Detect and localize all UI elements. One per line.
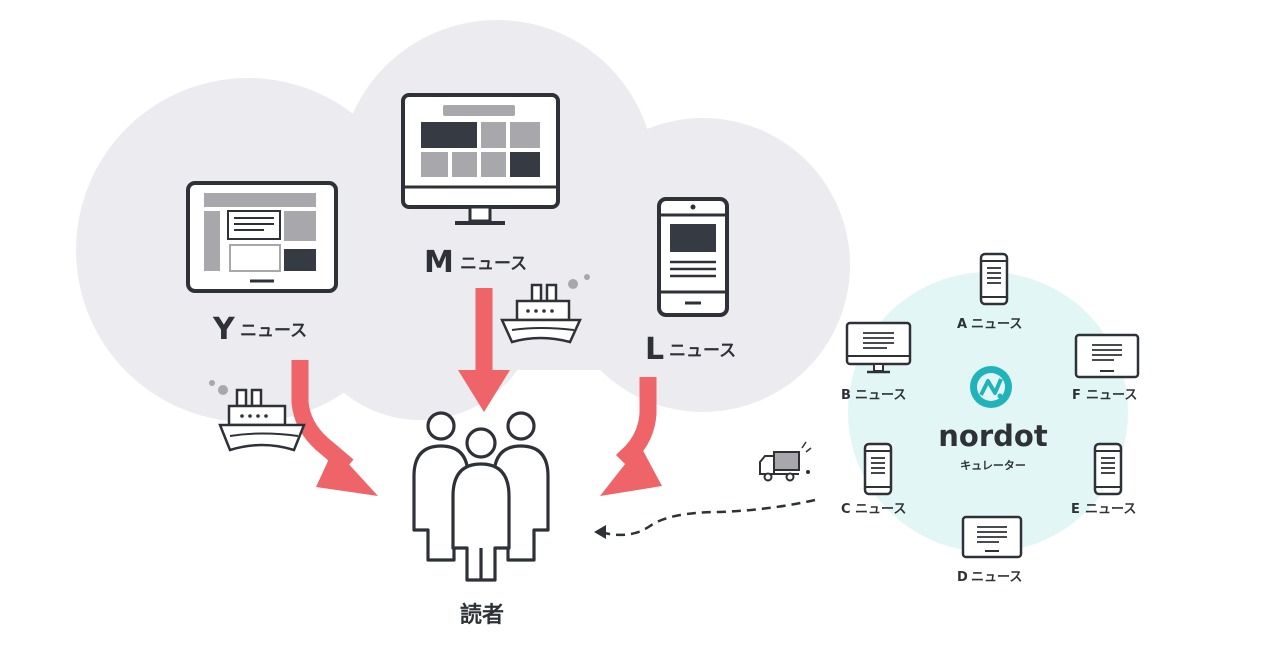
partner-f-laptop-icon	[1074, 333, 1140, 379]
red-arrows	[291, 288, 662, 496]
partner-c-suffix: ニュース	[855, 502, 906, 517]
l-news-suffix: ニュース	[669, 341, 736, 361]
l-news-phone-icon	[657, 197, 729, 317]
partner-f-label: F ニュース	[1072, 388, 1137, 403]
partner-e-suffix: ニュース	[1085, 502, 1136, 517]
l-news-label: L ニュース	[645, 332, 736, 367]
arrow-m-to-readers	[458, 288, 510, 412]
partner-a-suffix: ニュース	[971, 317, 1022, 332]
m-news-letter: M	[424, 245, 454, 280]
partner-b-monitor-icon	[845, 321, 912, 374]
partner-d-label: D ニュース	[957, 570, 1022, 585]
partner-c-phone-icon	[863, 442, 893, 496]
partner-b-suffix: ニュース	[855, 388, 906, 403]
partner-d-suffix: ニュース	[971, 570, 1022, 585]
readers-label: 読者	[460, 602, 504, 628]
y-news-label: Y ニュース	[212, 312, 307, 347]
ship-icon	[209, 380, 306, 452]
m-news-monitor-icon	[401, 93, 560, 225]
partner-a-letter: A	[957, 317, 967, 332]
partner-f-letter: F	[1072, 388, 1081, 403]
l-news-letter: L	[645, 332, 664, 367]
nordot-network-circle	[848, 272, 1128, 552]
nordot-subtitle: キュレーター	[960, 459, 1026, 472]
truck-icon	[759, 441, 812, 482]
partner-a-phone-icon	[979, 252, 1009, 306]
partner-d-laptop-icon	[961, 515, 1023, 559]
nordot-logo-mark	[970, 366, 1012, 408]
m-news-suffix: ニュース	[460, 254, 527, 274]
partner-c-letter: C	[841, 502, 851, 517]
arrow-l-to-readers	[600, 377, 662, 496]
partner-a-label: A ニュース	[957, 317, 1022, 332]
partner-b-letter: B	[841, 388, 851, 403]
partner-e-letter: E	[1071, 502, 1080, 517]
ship-icon	[500, 274, 590, 344]
y-news-suffix: ニュース	[240, 321, 307, 341]
partner-d-letter: D	[957, 570, 968, 585]
partner-e-label: E ニュース	[1071, 502, 1136, 517]
y-news-tablet-icon	[186, 181, 338, 293]
arrow-y-to-readers	[291, 360, 378, 496]
nordot-logo-text: nordot	[938, 419, 1048, 453]
readers-group-icon	[412, 411, 550, 582]
partner-c-label: C ニュース	[841, 502, 906, 517]
partner-e-phone-icon	[1093, 442, 1123, 496]
m-news-label: M ニュース	[424, 245, 527, 280]
partner-b-label: B ニュース	[841, 388, 906, 403]
delivery-route-dashed-line	[599, 498, 816, 537]
partner-f-suffix: ニュース	[1086, 388, 1137, 403]
delivery-arrowhead-icon	[594, 525, 606, 539]
y-news-letter: Y	[212, 312, 236, 347]
